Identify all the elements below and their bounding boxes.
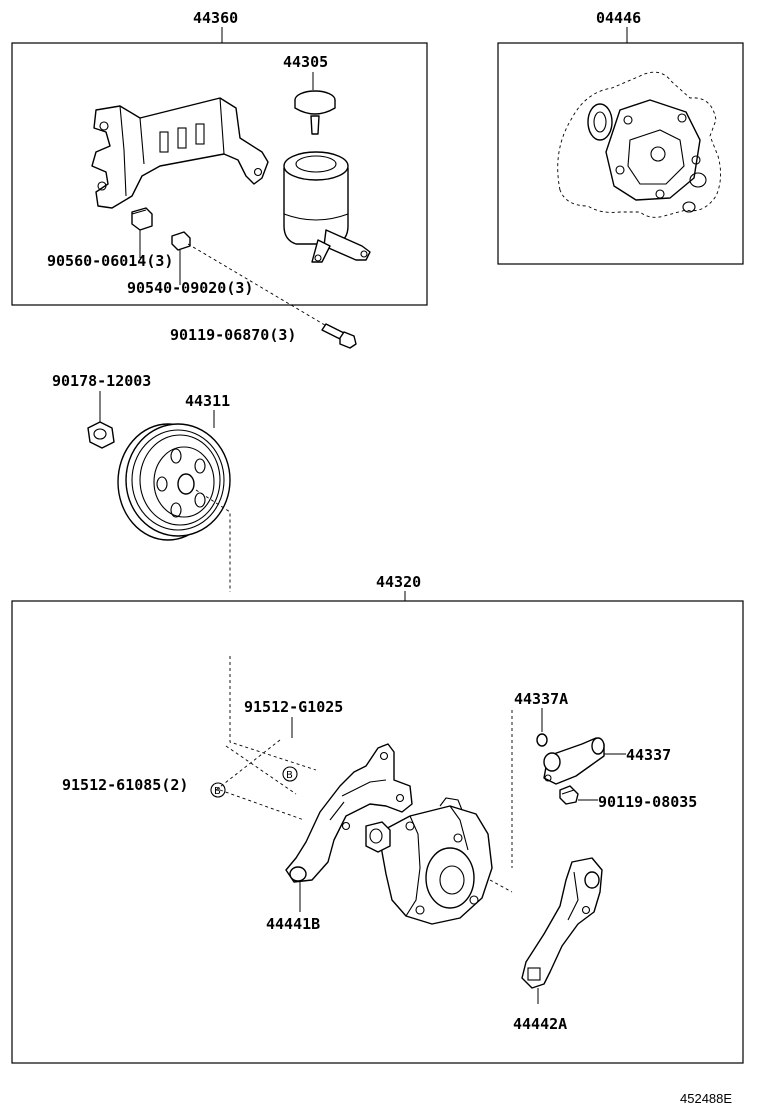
callout-04446[interactable]: 04446 [596,9,641,27]
callout-90119-08035[interactable]: 90119-08035 [598,793,697,811]
vane-pump[interactable] [365,797,493,925]
callout-44441b[interactable]: 44441B [266,915,320,933]
b-marker-upper: B [282,766,298,782]
bracket-44442a[interactable] [521,857,603,989]
pulley-nut[interactable] [87,421,115,449]
callout-44337[interactable]: 44337 [626,746,671,764]
reservoir-bracket[interactable] [91,97,269,209]
callout-91512-61085[interactable]: 91512-61085(2) [62,776,188,794]
callout-91512-g1025[interactable]: 91512-G1025 [244,698,343,716]
o-ring[interactable] [536,733,548,747]
collar-90540[interactable] [171,231,191,251]
callout-90178[interactable]: 90178-12003 [52,372,151,390]
svg-text:B: B [214,786,221,797]
callout-44337a[interactable]: 44337A [514,690,568,708]
callout-44320[interactable]: 44320 [376,573,421,591]
pulley[interactable] [117,423,231,541]
bracket-44441b[interactable] [285,743,413,883]
callout-90540[interactable]: 90540-09020(3) [127,279,253,297]
callout-90119-06870[interactable]: 90119-06870(3) [170,326,296,344]
union-44337[interactable] [543,737,605,785]
group-box-44360 [11,42,428,306]
callout-44311[interactable]: 44311 [185,392,230,410]
reservoir-cap[interactable] [294,90,336,135]
callout-44305[interactable]: 44305 [283,53,328,71]
bolt-90119-06870[interactable] [321,323,357,349]
reference-number: 452488E [680,1091,732,1106]
group-box-44320 [11,600,744,1064]
callout-44442a[interactable]: 44442A [513,1015,567,1033]
svg-text:B: B [286,770,293,781]
gasket-kit[interactable] [557,71,721,218]
group-box-04446 [497,42,744,265]
callout-44360[interactable]: 44360 [193,9,238,27]
reservoir-tank[interactable] [283,151,371,263]
bolt-90560[interactable] [131,207,153,231]
bolt-90119-08035[interactable] [559,785,579,805]
callout-90560[interactable]: 90560-06014(3) [47,252,173,270]
b-marker-lower: B [210,782,226,798]
